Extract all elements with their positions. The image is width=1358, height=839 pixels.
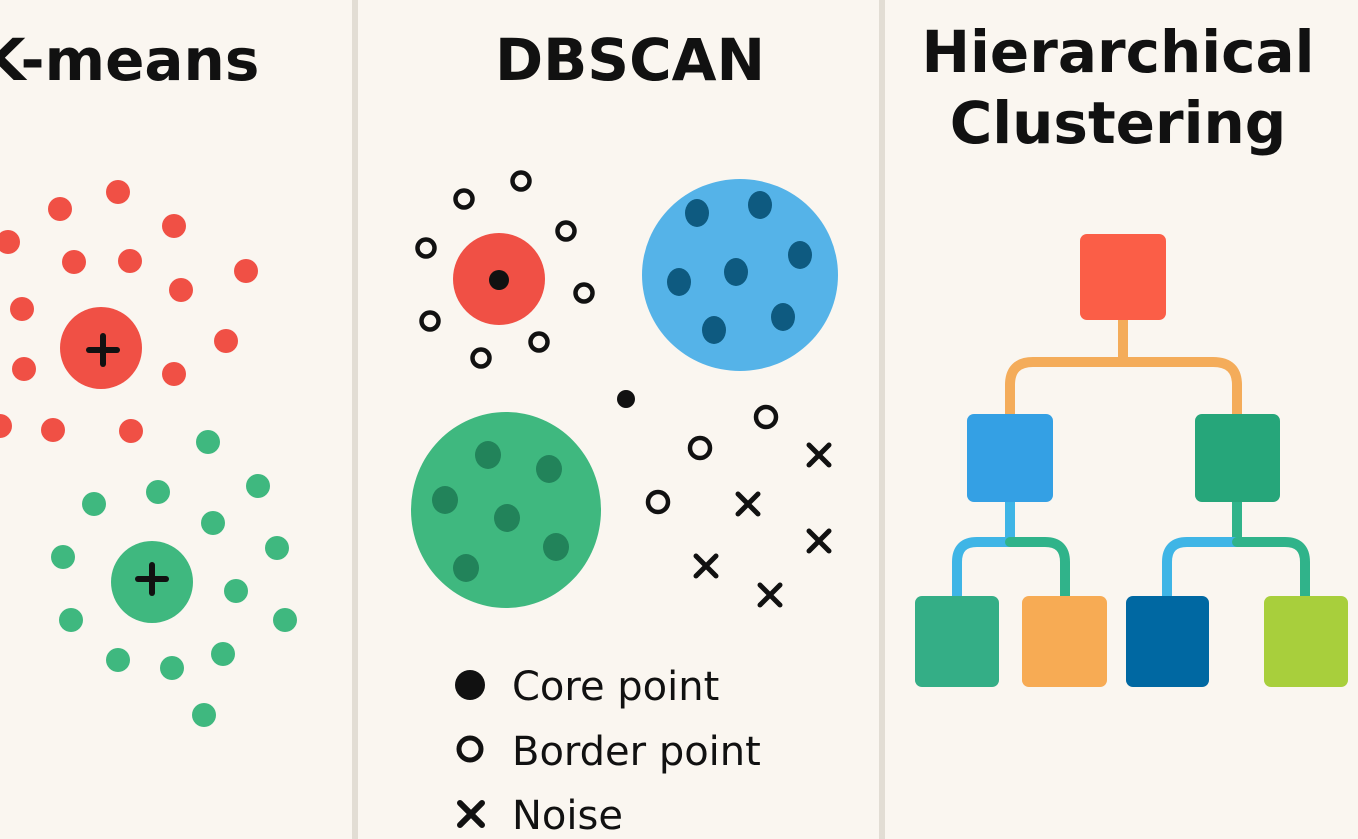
red-point: [234, 259, 258, 283]
red-point: [0, 414, 12, 438]
plus-icon: [135, 562, 169, 596]
filled-dot-icon: [617, 390, 635, 408]
dendrogram-connectors-top: [1005, 315, 1242, 420]
green-core-point: [453, 554, 479, 582]
red-point: [48, 197, 72, 221]
green-point: [201, 511, 225, 535]
legend-core-label: Core point: [512, 664, 719, 710]
hollow-circle-icon: [687, 435, 713, 461]
kmeans-green-cluster: [51, 430, 297, 727]
hollow-circle-icon: [528, 331, 550, 353]
green-core-point: [494, 504, 520, 532]
green-core-point: [432, 486, 458, 514]
hollow-circle-icon: [453, 188, 475, 210]
hollow-circle-icon: [456, 735, 484, 763]
divider-left: [352, 0, 358, 839]
red-point: [214, 329, 238, 353]
blue-core-point: [685, 199, 709, 227]
green-point: [196, 430, 220, 454]
dendrogram-connectors-right: [1162, 495, 1310, 603]
blue-core-point: [748, 191, 772, 219]
kmeans-title: K-means: [0, 26, 259, 94]
green-point: [265, 536, 289, 560]
dendrogram-connectors-left: [952, 495, 1070, 603]
leaf-node-orange: [1022, 596, 1107, 687]
hollow-circle-icon: [510, 170, 532, 192]
green-point: [106, 648, 130, 672]
green-point: [160, 656, 184, 680]
hierarchical-title-line2: Clustering: [950, 89, 1287, 157]
green-point: [51, 545, 75, 569]
filled-dot-icon: [455, 670, 485, 700]
green-core-point: [475, 441, 501, 469]
green-point: [224, 579, 248, 603]
green-core-point: [543, 533, 569, 561]
hollow-circle-icon: [645, 489, 671, 515]
red-point: [106, 180, 130, 204]
blue-core-point: [702, 316, 726, 344]
red-point: [119, 419, 143, 443]
plus-icon: [86, 333, 120, 367]
hollow-circle-icon: [573, 282, 595, 304]
hierarchical-title-line1: Hierarchical: [921, 18, 1314, 86]
red-point: [0, 230, 20, 254]
kmeans-red-cluster: [0, 180, 258, 443]
green-point: [82, 492, 106, 516]
red-point: [62, 250, 86, 274]
scattered-border-points: [645, 404, 779, 515]
hollow-circle-icon: [470, 347, 492, 369]
red-point: [169, 278, 193, 302]
filled-dot-icon: [489, 270, 509, 290]
hollow-circle-icon: [555, 220, 577, 242]
dbscan-green-cluster: [411, 412, 601, 608]
red-point: [41, 418, 65, 442]
dbscan-blue-cluster: [642, 179, 838, 371]
green-point: [59, 608, 83, 632]
red-point: [162, 362, 186, 386]
x-mark-icon: [693, 553, 719, 579]
dbscan-title: DBSCAN: [495, 26, 765, 94]
dbscan-red-cluster: [415, 170, 595, 369]
leaf-node-lime: [1264, 596, 1348, 687]
x-mark-icon: [806, 528, 832, 554]
green-core-point: [536, 455, 562, 483]
leaf-node-navy: [1126, 596, 1209, 687]
legend-noise-label: Noise: [512, 793, 623, 839]
border-points: [415, 170, 595, 369]
divider-right: [879, 0, 885, 839]
x-mark-icon: [757, 582, 783, 608]
hollow-circle-icon: [753, 404, 779, 430]
red-point: [12, 357, 36, 381]
dbscan-legend: Core point Border point Noise: [455, 664, 761, 839]
root-node: [1080, 234, 1166, 320]
x-mark-icon: [735, 491, 761, 517]
green-point: [146, 480, 170, 504]
x-mark-icon: [457, 800, 485, 828]
level1-right-node: [1195, 414, 1280, 502]
x-mark-icon: [806, 442, 832, 468]
red-point: [10, 297, 34, 321]
hierarchical-panel: Hierarchical Clustering: [915, 18, 1348, 687]
noise-points: [693, 442, 832, 608]
hollow-circle-icon: [415, 237, 437, 259]
legend-border-label: Border point: [512, 729, 761, 775]
dbscan-panel: DBSCAN: [411, 26, 838, 839]
red-point: [162, 214, 186, 238]
blue-core-point: [667, 268, 691, 296]
blue-core-point: [724, 258, 748, 286]
green-point: [273, 608, 297, 632]
kmeans-panel: K-means: [0, 26, 297, 727]
blue-core-point: [771, 303, 795, 331]
blue-core-point: [788, 241, 812, 269]
green-point: [246, 474, 270, 498]
green-point: [192, 703, 216, 727]
leaf-node-green: [915, 596, 999, 687]
hollow-circle-icon: [419, 310, 441, 332]
green-point: [211, 642, 235, 666]
level1-left-node: [967, 414, 1053, 502]
red-point: [118, 249, 142, 273]
